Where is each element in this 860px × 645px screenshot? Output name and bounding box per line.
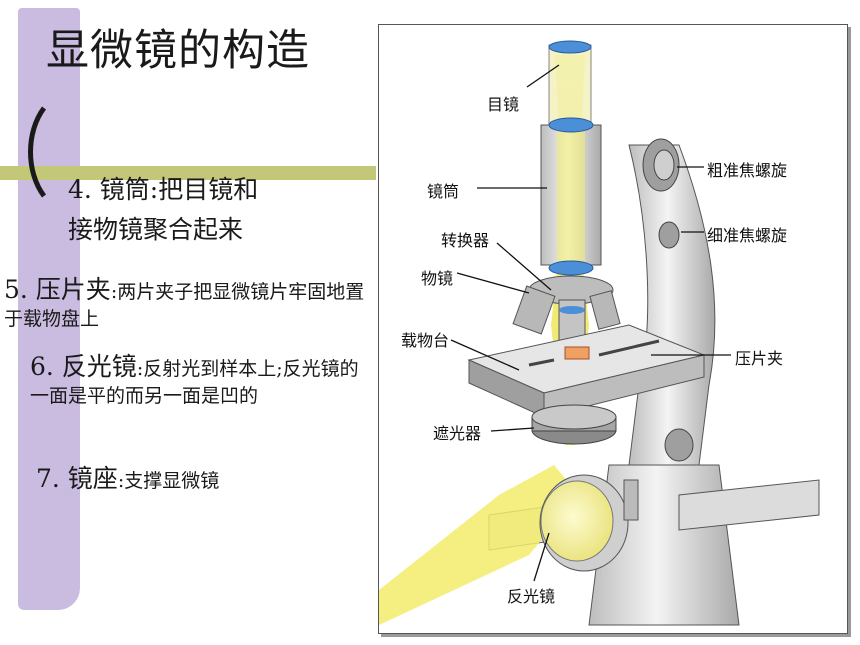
page-title: 显微镜的构造	[46, 26, 310, 76]
item-tube: 4. 镜筒:把目镜和 接物镜聚合起来	[68, 170, 258, 250]
label-coarse-knob: 粗准焦螺旋	[707, 161, 788, 180]
microscope-illustration	[379, 40, 820, 626]
diaphragm-part	[531, 404, 617, 445]
item-clip-desc: :两片夹子把显微镜片牢固地置于载物盘上	[4, 281, 365, 330]
label-diaphragm: 遮光器	[433, 424, 482, 443]
item-base: 7. 镜座:支撑显微镜	[36, 465, 219, 496]
item-clip: 5. 压片夹:两片夹子把显微镜片牢固地置于载物盘上	[4, 277, 374, 333]
label-eyepiece: 目镜	[487, 95, 520, 114]
item-mirror-desc: :反射光到样本上;反光镜的一面是平的而另一面是凹的	[30, 358, 359, 407]
bracket-ornament	[28, 106, 47, 198]
eyepiece-part	[548, 40, 592, 131]
item-mirror: 6. 反光镜:反射光到样本上;反光镜的一面是平的而另一面是凹的	[30, 354, 375, 410]
item-base-head: 7. 镜座	[36, 464, 118, 493]
microscope-figure: 目镜 镜筒 转换器 物镜 载物台 遮光器 反光镜 粗准焦螺旋 细准焦螺旋 压片夹	[378, 24, 848, 634]
decorative-side-bar	[18, 8, 80, 610]
label-mirror: 反光镜	[507, 587, 556, 606]
knobs-part	[642, 138, 694, 462]
label-objective: 物镜	[421, 269, 454, 288]
stage-part	[467, 324, 706, 418]
item-tube-desc: 接物镜聚合起来	[68, 215, 244, 244]
nosepiece-part	[512, 275, 621, 346]
item-tube-head: 4. 镜筒:把目镜和	[68, 175, 259, 204]
microscope-arm	[628, 144, 716, 466]
item-base-desc: :支撑显微镜	[117, 470, 220, 492]
item-mirror-head: 6. 反光镜	[30, 352, 137, 381]
label-tube: 镜筒	[427, 182, 460, 201]
label-stage: 载物台	[401, 331, 450, 350]
leader-lines	[450, 64, 731, 582]
item-clip-head: 5. 压片夹	[4, 275, 111, 304]
label-clip: 压片夹	[735, 349, 784, 368]
light-beam-lower	[379, 465, 579, 625]
tube-part	[540, 117, 602, 276]
label-nosepiece: 转换器	[441, 231, 490, 250]
decorative-divider-line	[0, 166, 376, 180]
mirror-part	[539, 474, 639, 572]
label-fine-knob: 细准焦螺旋	[707, 226, 788, 245]
